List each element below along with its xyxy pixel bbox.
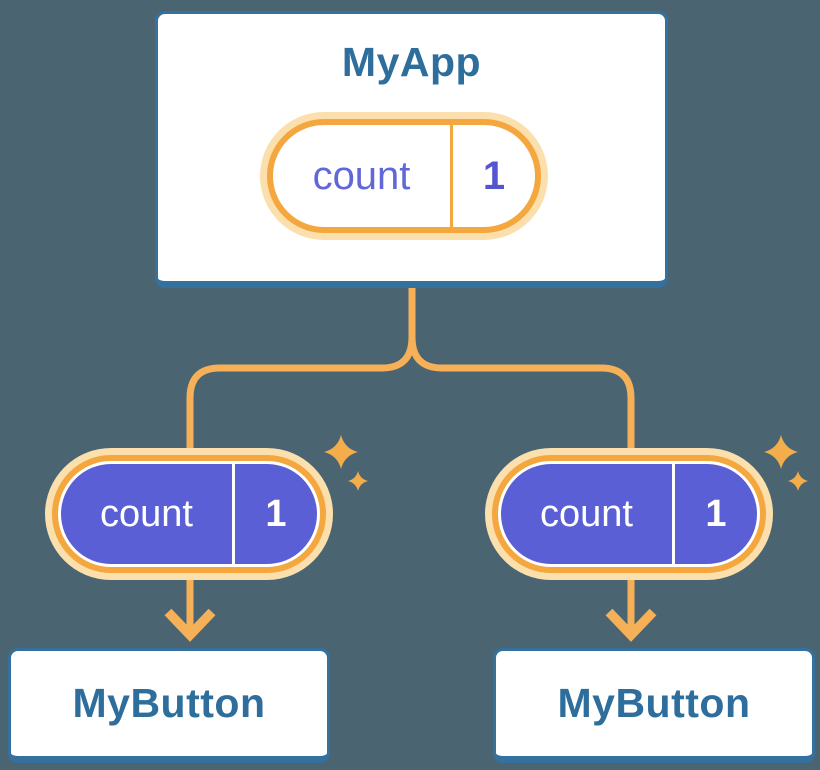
connector-branch-right <box>408 336 635 460</box>
state-value: 1 <box>450 125 535 227</box>
state-name-label: count <box>100 492 193 535</box>
component-title: MyButton <box>557 680 751 726</box>
connector-branch-left <box>186 336 416 460</box>
state-name-label: count <box>312 153 411 198</box>
state-pill-root: count 1 <box>260 112 548 240</box>
state-value: 1 <box>232 464 317 564</box>
component-card-mybutton-left: MyButton <box>8 648 330 763</box>
state-value: 1 <box>672 464 757 564</box>
state-name-label: count <box>540 492 633 535</box>
state-pill-right: count 1 <box>485 448 773 580</box>
sparkle-icon <box>764 435 808 491</box>
component-title: MyApp <box>341 39 482 85</box>
component-title: MyButton <box>72 680 266 726</box>
component-card-mybutton-right: MyButton <box>493 648 815 763</box>
arrow-down-right-icon <box>605 576 657 642</box>
component-card-myapp: MyApp <box>155 11 668 288</box>
state-pill-left: count 1 <box>45 448 333 580</box>
arrow-down-left-icon <box>164 576 216 642</box>
sparkle-icon <box>324 435 368 491</box>
